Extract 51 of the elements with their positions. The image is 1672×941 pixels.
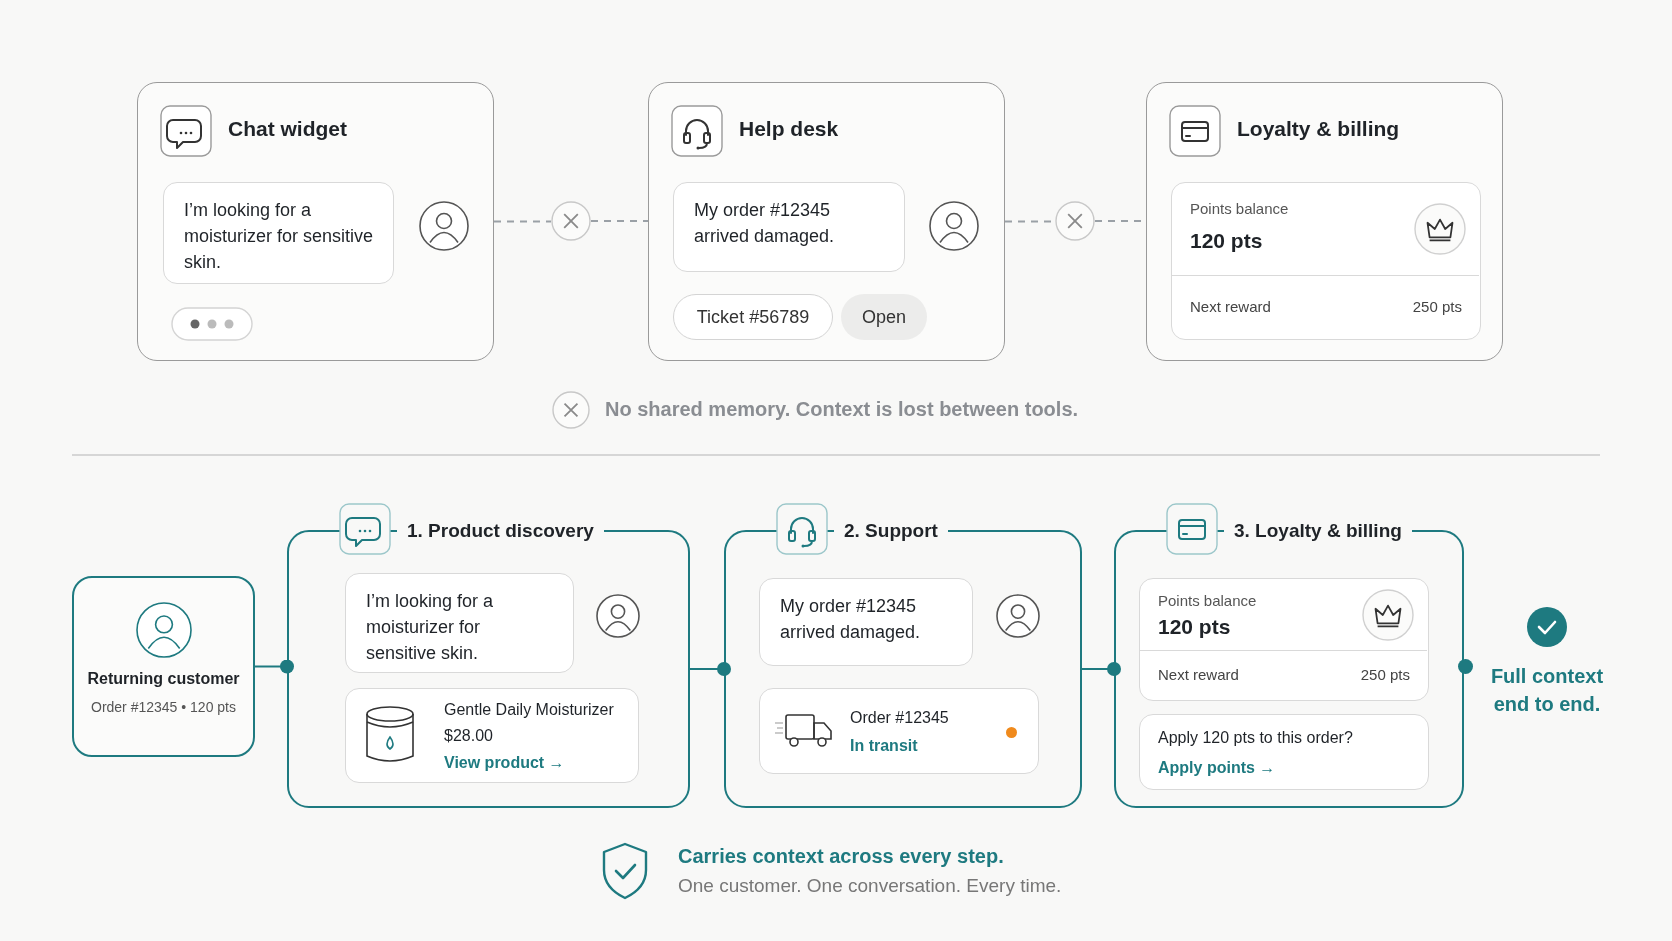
order-status: In transit: [850, 737, 918, 755]
dashed-connector: [493, 220, 552, 223]
summary-heading: Carries context across every step.: [678, 845, 1004, 868]
message-text: My order #12345 arrived damaged.: [694, 199, 836, 249]
message-bubble: [673, 182, 905, 272]
product-card: [345, 688, 639, 783]
message-bubble: [345, 573, 574, 673]
points-value: 120 pts: [1158, 615, 1231, 639]
message-text: My order #12345 arrived damaged.: [780, 595, 922, 645]
tool-panel: [648, 82, 1005, 361]
product-price: $28.00: [444, 727, 493, 745]
points-value: 120 pts: [1190, 229, 1263, 253]
panel-title: Help desk: [739, 117, 839, 141]
message-bubble: [759, 578, 973, 666]
points-card: [1139, 578, 1429, 701]
panel-title: Loyalty & billing: [1237, 117, 1400, 141]
product-name: Gentle Daily Moisturizer: [444, 701, 614, 719]
connector-line: [689, 662, 731, 676]
link: View product →: [444, 754, 565, 772]
connector-line: [1081, 662, 1121, 676]
summary-text: One customer. One conversation. Every time.: [678, 875, 1062, 897]
customer-name: Returning customer: [86, 670, 241, 688]
cross-icon: [551, 201, 591, 241]
dashed-connector: [590, 220, 649, 222]
tag-text: Open: [861, 306, 906, 328]
points-label: Points balance: [1158, 592, 1257, 609]
tool-panel: [137, 82, 494, 361]
message-text: I’m looking for a moisturizer for sensitive skin.: [366, 590, 495, 666]
reward-label: Next reward: [1190, 298, 1271, 315]
message-text: I’m looking for a moisturizer for sensitive skin.: [184, 199, 375, 275]
result-text: Full context end to end.: [1489, 664, 1605, 717]
reward-value: 250 pts: [1412, 298, 1462, 315]
customer-card: [72, 576, 255, 757]
ticket-tag: [673, 294, 833, 340]
apply-points-card: [1139, 714, 1429, 790]
reward-label: Next reward: [1158, 666, 1239, 683]
reward-value: 250 pts: [1360, 666, 1410, 683]
customer-details: Order #12345 • 120 pts: [90, 699, 237, 715]
note-text: No shared memory. Context is lost between tools.: [605, 398, 1079, 421]
panel-title: Chat widget: [228, 117, 347, 141]
connector-line: [254, 659, 294, 674]
tool-panel: [1146, 82, 1503, 361]
points-card: [1171, 182, 1481, 340]
order-card: [759, 688, 1039, 774]
tag-text: Ticket #56789: [696, 306, 810, 328]
points-label: Points balance: [1190, 200, 1289, 217]
order-number: Order #12345: [850, 709, 949, 727]
cross-icon: [1055, 201, 1095, 241]
link: Apply points →: [1158, 759, 1276, 777]
apply-question: Apply 120 pts to this order?: [1158, 729, 1353, 747]
message-bubble: [163, 182, 394, 284]
